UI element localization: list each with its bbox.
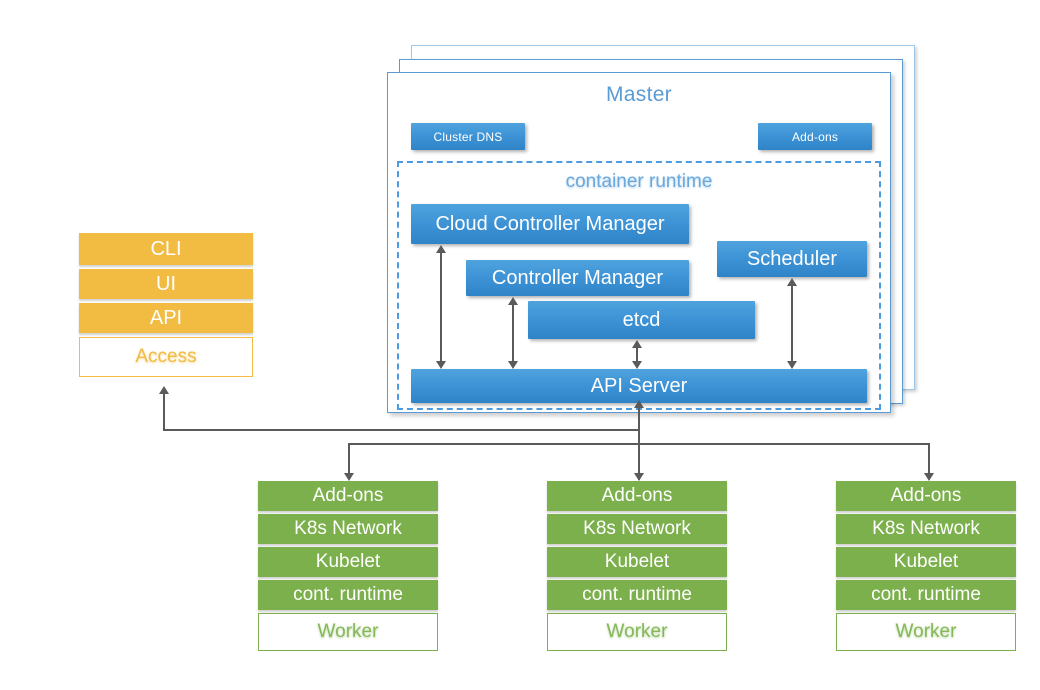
worker-1-footer: Worker: [258, 613, 438, 651]
worker-2-footer-label: Worker: [606, 621, 668, 642]
worker-3-row-addons-label: Add-ons: [890, 485, 962, 506]
connector-apiserver-drop: [638, 404, 640, 480]
worker-1-row-network[interactable]: K8s Network: [258, 514, 438, 544]
connector-access-riser: [163, 392, 165, 430]
access-stack: CLI UI API Access: [79, 233, 253, 385]
etcd-box[interactable]: etcd: [528, 301, 755, 339]
connector-worker-2-arrow: [634, 473, 644, 481]
worker-3-row-kubelet-label: Kubelet: [893, 551, 959, 572]
controller-manager-label: Controller Manager: [491, 266, 664, 289]
arrow-cm-apiserver-head-down: [508, 361, 518, 369]
access-row-ui[interactable]: UI: [79, 269, 253, 299]
container-runtime-title: container runtime: [565, 171, 713, 192]
worker-3-footer: Worker: [836, 613, 1016, 651]
worker-2-row-network-label: K8s Network: [583, 518, 691, 539]
arrow-etcd-apiserver: [636, 343, 638, 366]
cloud-controller-manager-label: Cloud Controller Manager: [435, 212, 665, 235]
arrow-etcd-apiserver-head-down: [632, 361, 642, 369]
worker-2-row-runtime-label: cont. runtime: [582, 584, 692, 605]
connector-apiserver-arrow-up: [634, 400, 644, 408]
arrow-cm-apiserver-head-up: [508, 297, 518, 305]
arrow-cm-apiserver: [512, 300, 514, 366]
api-server-box[interactable]: API Server: [411, 369, 867, 403]
connector-worker-1-arrow: [344, 473, 354, 481]
access-row-api[interactable]: API: [79, 303, 253, 333]
worker-2-row-addons-label: Add-ons: [601, 485, 673, 506]
worker-1-footer-label: Worker: [317, 621, 379, 642]
master-title: Master: [606, 83, 672, 106]
access-row-ui-label: UI: [156, 272, 176, 295]
worker-node-3: Add-ons K8s Network Kubelet cont. runtim…: [836, 481, 1016, 656]
connector-worker-3-arrow: [924, 473, 934, 481]
arrow-ccm-apiserver: [440, 248, 442, 366]
worker-3-row-kubelet[interactable]: Kubelet: [836, 547, 1016, 577]
connector-access-arrow-up: [159, 386, 169, 394]
connector-worker-3-drop: [928, 443, 930, 474]
worker-3-row-runtime[interactable]: cont. runtime: [836, 580, 1016, 610]
worker-3-footer-label: Worker: [895, 621, 957, 642]
worker-2-row-kubelet[interactable]: Kubelet: [547, 547, 727, 577]
connector-bus-access: [163, 429, 640, 431]
scheduler-label: Scheduler: [746, 247, 838, 270]
arrow-ccm-apiserver-head-up: [436, 245, 446, 253]
api-server-label: API Server: [590, 374, 688, 397]
arrow-etcd-apiserver-head-up: [632, 340, 642, 348]
controller-manager-box[interactable]: Controller Manager: [466, 260, 689, 296]
master-addons-label: Add-ons: [791, 129, 839, 144]
access-footer: Access: [79, 337, 253, 377]
worker-node-1: Add-ons K8s Network Kubelet cont. runtim…: [258, 481, 438, 656]
worker-1-row-network-label: K8s Network: [294, 518, 402, 539]
arrow-scheduler-apiserver-head-up: [787, 278, 797, 286]
worker-2-row-kubelet-label: Kubelet: [604, 551, 670, 572]
etcd-label: etcd: [622, 308, 661, 331]
access-row-cli-label: CLI: [150, 237, 182, 260]
arrow-ccm-apiserver-head-down: [436, 361, 446, 369]
worker-node-2: Add-ons K8s Network Kubelet cont. runtim…: [547, 481, 727, 656]
access-footer-label: Access: [135, 346, 197, 367]
worker-1-row-kubelet-label: Kubelet: [315, 551, 381, 572]
worker-1-row-addons[interactable]: Add-ons: [258, 481, 438, 511]
worker-2-row-addons[interactable]: Add-ons: [547, 481, 727, 511]
worker-3-row-network[interactable]: K8s Network: [836, 514, 1016, 544]
connector-worker-2-drop: [638, 443, 640, 474]
worker-3-row-runtime-label: cont. runtime: [871, 584, 981, 605]
worker-2-row-runtime[interactable]: cont. runtime: [547, 580, 727, 610]
arrow-scheduler-apiserver: [791, 281, 793, 366]
worker-1-row-runtime[interactable]: cont. runtime: [258, 580, 438, 610]
worker-1-row-addons-label: Add-ons: [312, 485, 384, 506]
access-row-cli[interactable]: CLI: [79, 233, 253, 265]
worker-2-row-network[interactable]: K8s Network: [547, 514, 727, 544]
cluster-dns-box[interactable]: Cluster DNS: [411, 123, 525, 150]
scheduler-box[interactable]: Scheduler: [717, 241, 867, 277]
worker-2-footer: Worker: [547, 613, 727, 651]
cluster-dns-label: Cluster DNS: [433, 129, 503, 144]
worker-1-row-kubelet[interactable]: Kubelet: [258, 547, 438, 577]
cloud-controller-manager-box[interactable]: Cloud Controller Manager: [411, 204, 689, 244]
master-panel: Master Cluster DNS Add-ons container run…: [387, 72, 891, 413]
worker-3-row-addons[interactable]: Add-ons: [836, 481, 1016, 511]
arrow-scheduler-apiserver-head-down: [787, 361, 797, 369]
worker-1-row-runtime-label: cont. runtime: [293, 584, 403, 605]
connector-worker-1-drop: [348, 443, 350, 474]
master-addons-box[interactable]: Add-ons: [758, 123, 872, 150]
worker-3-row-network-label: K8s Network: [872, 518, 980, 539]
access-row-api-label: API: [149, 306, 183, 329]
